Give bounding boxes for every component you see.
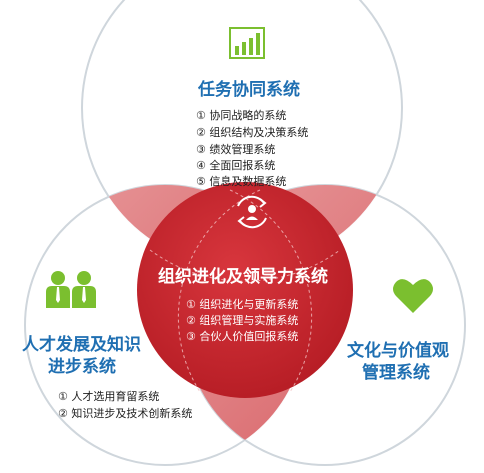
top-circle-item: ④ 全面回报系统 xyxy=(196,159,276,172)
heart-icon xyxy=(393,279,433,313)
center-title: 组织进化及领导力系统 xyxy=(158,267,328,287)
top-circle-item: ③ 绩效管理系统 xyxy=(196,143,276,156)
center-item: ③ 合伙人价值回报系统 xyxy=(186,330,299,343)
center-item: ② 组织管理与实施系统 xyxy=(186,314,299,327)
people-icon xyxy=(46,271,96,308)
left-circle-item: ① 人才选用育留系统 xyxy=(58,390,160,403)
center-circle xyxy=(137,182,353,398)
top-circle-title: 任务协同系统 xyxy=(198,80,300,100)
bar-chart-icon xyxy=(229,27,265,59)
left-circle-title-line1: 人才发展及知识 xyxy=(22,335,141,355)
right-circle-title-line1: 文化与价值观 xyxy=(347,341,449,361)
top-circle-item: ① 协同战略的系统 xyxy=(196,109,287,122)
top-circle-item: ② 组织结构及决策系统 xyxy=(196,126,309,139)
center-item: ① 组织进化与更新系统 xyxy=(186,298,299,311)
top-circle-item: ⑤ 信息及数据系统 xyxy=(196,175,287,188)
left-circle-item: ② 知识进步及技术创新系统 xyxy=(58,407,193,420)
left-circle-title-line2: 进步系统 xyxy=(48,357,116,377)
right-circle-title-line2: 管理系统 xyxy=(362,363,430,383)
refresh-person-icon xyxy=(237,195,267,229)
